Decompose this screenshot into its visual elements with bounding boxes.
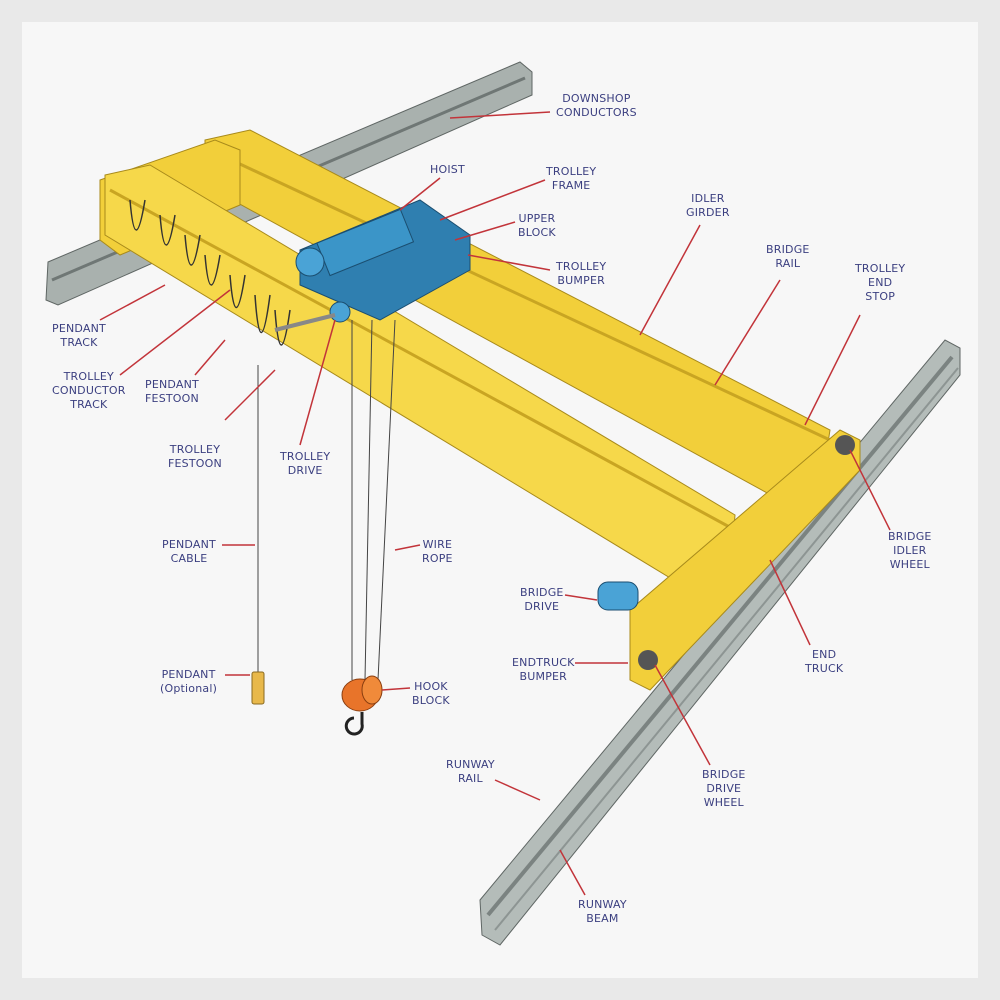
wire-ropes: [351, 319, 396, 681]
label-wire-rope: WIRE ROPE: [422, 538, 453, 565]
festoon-loops: [129, 199, 291, 346]
pendant-track-bar: [274, 313, 336, 332]
label-bridge-drive: BRIDGE DRIVE: [520, 586, 564, 613]
label-pendant: PENDANT (Optional): [160, 668, 218, 695]
label-trolley-conductor-track: TROLLEY CONDUCTOR TRACK: [52, 370, 126, 411]
label-runway-beam: RUNWAY BEAM: [578, 898, 627, 925]
label-hook-block: HOOK BLOCK: [412, 680, 450, 707]
label-trolley-end-stop: TROLLEY END STOP: [855, 262, 906, 303]
bridge-drive-motor: [597, 581, 639, 611]
hook-block: [341, 675, 383, 736]
label-bridge-drive-wheel: BRIDGE DRIVE WHEEL: [702, 768, 746, 809]
label-runway-rail: RUNWAY RAIL: [446, 758, 495, 785]
label-endtruck-bumper: ENDTRUCK BUMPER: [512, 656, 575, 683]
label-bridge-idler-wheel: BRIDGE IDLER WHEEL: [888, 530, 932, 571]
hoist-trolley: [295, 199, 471, 323]
pendant-control: [251, 671, 265, 705]
label-bridge-rail: BRIDGE RAIL: [766, 243, 810, 270]
label-trolley-frame: TROLLEY FRAME: [546, 165, 597, 192]
label-hoist: HOIST: [430, 163, 465, 176]
label-downshop-conductors: DOWNSHOP CONDUCTORS: [556, 92, 637, 119]
label-pendant-festoon: PENDANT FESTOON: [145, 378, 199, 405]
label-trolley-festoon: TROLLEY FESTOON: [168, 443, 222, 470]
bridge-drive-wheel: [638, 650, 658, 670]
label-arrows: [99, 111, 891, 896]
label-upper-block: UPPER BLOCK: [518, 212, 556, 239]
label-end-truck: END TRUCK: [805, 648, 844, 675]
bridge-idler-wheel: [835, 435, 855, 455]
label-trolley-bumper: TROLLEY BUMPER: [556, 260, 607, 287]
label-idler-girder: IDLER GIRDER: [686, 192, 730, 219]
label-pendant-cable: PENDANT CABLE: [162, 538, 216, 565]
label-trolley-drive: TROLLEY DRIVE: [280, 450, 331, 477]
label-pendant-track: PENDANT TRACK: [52, 322, 106, 349]
